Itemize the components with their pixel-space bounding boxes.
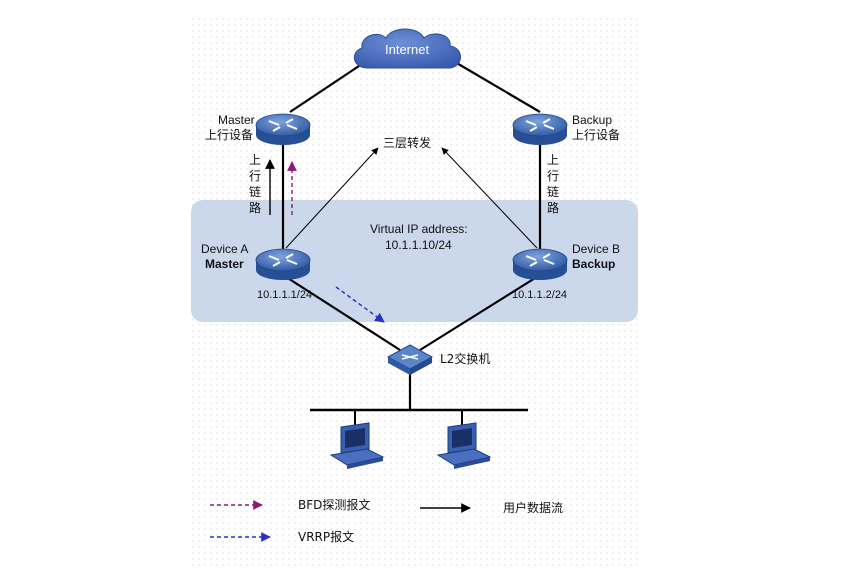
l3-forward-arrow-right [441, 147, 538, 249]
legend-user-flow-label: 用户数据流 [503, 501, 564, 515]
legend-vrrp-label: VRRP报文 [298, 530, 355, 544]
pc-icon [436, 422, 492, 469]
link-internet-backup [454, 61, 541, 113]
device-a-ip: 10.1.1.1/24 [257, 289, 313, 301]
link-internet-master [289, 61, 366, 113]
l3-forward-arrow-left [285, 147, 379, 249]
uplink-label-left: 上行链路 [248, 153, 261, 215]
link-devicea-switch [282, 274, 401, 351]
vrrp-packet-arrow [335, 286, 385, 323]
device-b-ip: 10.1.1.2/24 [512, 289, 568, 301]
virtual-ip-title: Virtual IP address: [370, 222, 468, 236]
router-icon [255, 113, 311, 145]
virtual-ip-value: 10.1.1.10/24 [385, 238, 452, 252]
master-upstream-role: Master [218, 113, 255, 127]
device-a-name: Device A [201, 242, 249, 256]
master-upstream-desc: 上行设备 [205, 128, 254, 142]
l2-switch-label: L2交换机 [440, 352, 491, 366]
link-deviceb-switch [419, 274, 541, 351]
legend-bfd-label: BFD探测报文 [298, 498, 371, 512]
router-icon [255, 248, 311, 280]
device-b-role: Backup [572, 257, 616, 271]
pc-icon [329, 422, 385, 469]
router-icon [512, 248, 568, 280]
l2-switch-icon [386, 344, 434, 375]
uplink-label-right: 上行链路 [546, 153, 559, 215]
backup-upstream-role: Backup [572, 113, 613, 127]
device-a-role: Master [205, 257, 244, 271]
internet-label: Internet [385, 42, 430, 57]
device-b-name: Device B [572, 242, 621, 256]
internet-cloud-icon [353, 28, 461, 69]
backup-upstream-desc: 上行设备 [572, 128, 621, 142]
l3-forward-label: 三层转发 [383, 136, 432, 150]
router-icon [512, 113, 568, 145]
